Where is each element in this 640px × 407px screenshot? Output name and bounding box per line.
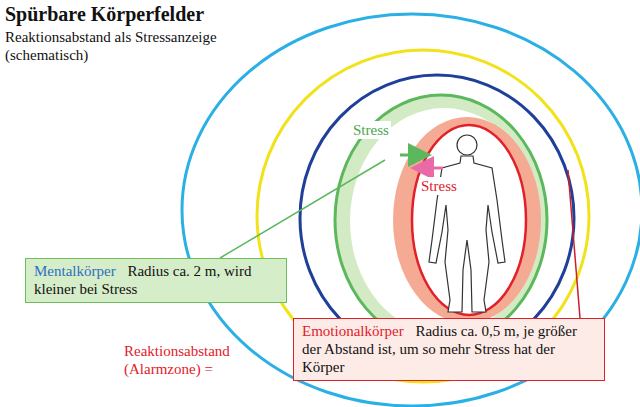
- subtitle: Reaktionsabstand als Stressanzeige (sche…: [5, 28, 245, 64]
- stress-arrow: [416, 167, 443, 170]
- leader-line: [568, 170, 580, 318]
- leader-line: [220, 160, 385, 258]
- alarm-zone-label: Reaktionsabstand (Alarmzone) =: [124, 342, 274, 378]
- emotional-body: [412, 125, 526, 315]
- title: Spürbare Körperfelder: [5, 3, 204, 26]
- stress-label: Stress: [419, 177, 459, 195]
- mental-body: [335, 95, 547, 345]
- box-heading: Emotionalkörper: [302, 323, 404, 339]
- mental-body-box: Mentalkörper Radius ca. 2 m, wird kleine…: [25, 258, 287, 303]
- box-heading: Mentalkörper: [34, 263, 116, 279]
- outer-field: [182, 14, 640, 406]
- yellow-field: [257, 50, 589, 382]
- emotional-body-box: Emotionalkörper Radius ca. 0,5 m, je grö…: [293, 318, 605, 381]
- emotional-band: [393, 117, 541, 323]
- figure-head: [457, 135, 477, 155]
- stress-label: Stress: [351, 121, 391, 139]
- stress-arrow: [400, 154, 426, 157]
